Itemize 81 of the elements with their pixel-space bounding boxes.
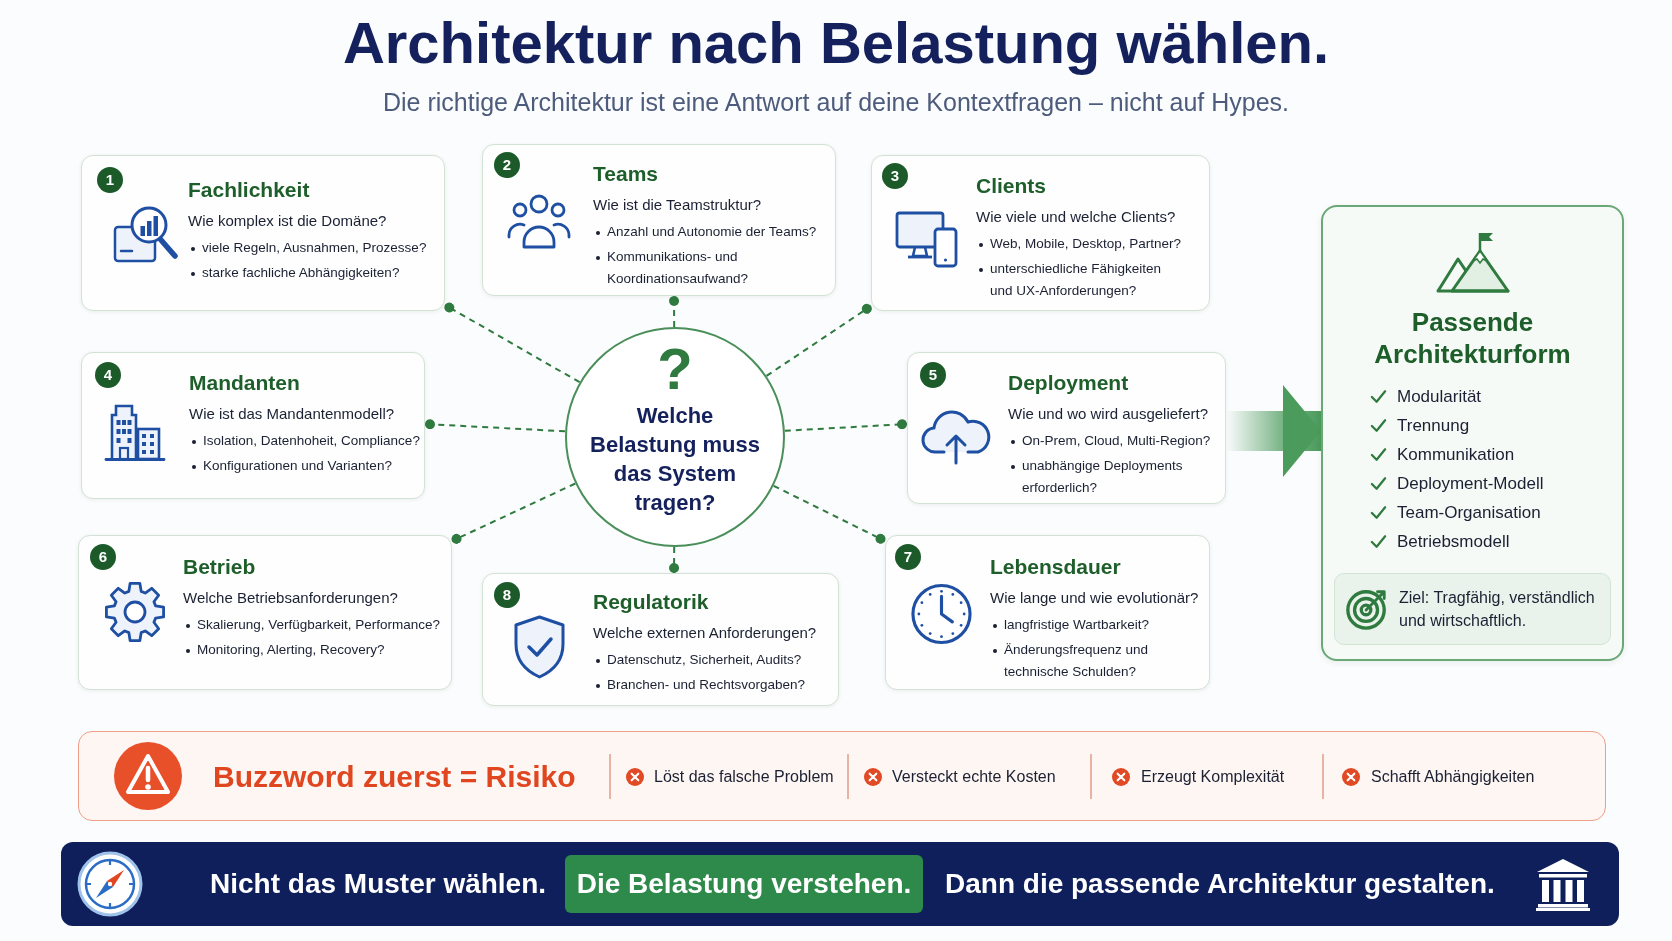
dashed-connector bbox=[451, 482, 577, 544]
footer-banner bbox=[61, 842, 1619, 926]
card-question: Welche Betriebsanforderungen? bbox=[183, 588, 398, 608]
bullet-point: Branchen- und Rechtsvorgaben? bbox=[593, 674, 806, 696]
dashed-connector bbox=[783, 419, 908, 432]
step-number: 2 bbox=[494, 152, 520, 178]
checklist-item: Team-Organisation bbox=[1397, 501, 1541, 524]
step-number: 8 bbox=[494, 582, 520, 608]
slogan-text: Dann die passende Architektur gestalten. bbox=[945, 867, 1495, 901]
card-question: Wie ist das Mandantenmodell? bbox=[189, 404, 395, 424]
central-question: Welche Belastung muss das System tragen? bbox=[589, 402, 761, 517]
risk-item: Versteckt echte Kosten bbox=[892, 767, 1056, 787]
step-number: 7 bbox=[895, 544, 921, 570]
card-title: Regulatorik bbox=[593, 589, 709, 615]
question-mark: ? bbox=[657, 337, 693, 401]
bullet-point: Kommunikations- und Koordinationsaufwand? bbox=[593, 246, 831, 290]
risk-item: Erzeugt Komplexität bbox=[1141, 767, 1285, 787]
highlighted-phrase: Die Belastung verstehen. bbox=[565, 855, 923, 913]
bullet-point: unabhängige Deployments erforderlich? bbox=[1008, 455, 1221, 499]
slogan-text: Nicht das Muster wählen. bbox=[210, 867, 547, 901]
bullet-point: Datenschutz, Sicherheit, Audits? bbox=[593, 649, 802, 671]
question-card bbox=[907, 352, 1226, 504]
warning-banner bbox=[78, 731, 1606, 821]
card-title: Teams bbox=[593, 161, 658, 187]
subtitle: Die richtige Architektur ist eine Antwort auf deine Kontextfragen – nicht auf Hypes. bbox=[382, 87, 1290, 117]
card-question: Wie lange und wie evolutionär? bbox=[990, 588, 1199, 608]
bullet-point: Monitoring, Alerting, Recovery? bbox=[183, 639, 385, 661]
card-title: Mandanten bbox=[189, 370, 300, 396]
checklist-item: Betriebsmodell bbox=[1397, 530, 1510, 553]
panel-heading: Passende Architekturform bbox=[1373, 306, 1572, 370]
question-card bbox=[871, 155, 1210, 311]
question-card bbox=[482, 573, 839, 706]
bullet-point: On-Prem, Cloud, Multi-Region? bbox=[1008, 430, 1211, 452]
step-number: 6 bbox=[90, 544, 116, 570]
bullet-point: starke fachliche Abhängigkeiten? bbox=[188, 262, 400, 284]
step-number: 1 bbox=[97, 167, 123, 193]
checklist-item: Deployment-Modell bbox=[1397, 472, 1544, 495]
bullet-point: Konfigurationen und Varianten? bbox=[189, 455, 392, 477]
checklist-item: Kommunikation bbox=[1397, 443, 1515, 466]
dashed-connector bbox=[424, 419, 567, 433]
checklist-item: Trennung bbox=[1397, 414, 1470, 437]
question-card bbox=[81, 352, 425, 499]
card-question: Welche externen Anforderungen? bbox=[593, 623, 817, 643]
card-question: Wie viele und welche Clients? bbox=[976, 207, 1176, 227]
card-title: Betrieb bbox=[183, 554, 256, 580]
card-title: Lebensdauer bbox=[990, 554, 1121, 580]
goal-text: Ziel: Tragfähig, verständlich und wirtschaftlich. bbox=[1399, 588, 1596, 631]
question-card bbox=[78, 535, 452, 690]
bullet-point: viele Regeln, Ausnahmen, Prozesse? bbox=[188, 237, 427, 259]
card-question: Wie und wo wird ausgeliefert? bbox=[1008, 404, 1209, 424]
checklist-item: Modularität bbox=[1397, 385, 1482, 408]
card-question: Wie komplex ist die Domäne? bbox=[188, 211, 387, 231]
card-title: Clients bbox=[976, 173, 1046, 199]
question-card bbox=[885, 535, 1210, 690]
step-number: 5 bbox=[920, 362, 946, 388]
dashed-connector bbox=[444, 302, 581, 384]
result-panel bbox=[1321, 205, 1624, 661]
step-number: 3 bbox=[882, 163, 908, 189]
bullet-point: Isolation, Datenhoheit, Compliance? bbox=[189, 430, 420, 452]
arrow bbox=[1226, 385, 1321, 477]
risk-item: Löst das falsche Problem bbox=[654, 767, 834, 787]
bullet-point: Web, Mobile, Desktop, Partner? bbox=[976, 233, 1182, 255]
bullet-point: Änderungsfrequenz und technische Schulden? bbox=[990, 639, 1205, 683]
step-number: 4 bbox=[95, 362, 121, 388]
question-card bbox=[81, 155, 445, 311]
bullet-point: langfristige Wartbarkeit? bbox=[990, 614, 1150, 636]
main-title: Architektur nach Belastung wählen. bbox=[342, 10, 1330, 76]
card-question: Wie ist die Teamstruktur? bbox=[593, 195, 762, 215]
bullet-point: unterschiedliche Fähigkeiten und UX-Anforderungen? bbox=[976, 258, 1172, 302]
warning-headline: Buzzword zuerst = Risiko bbox=[213, 759, 576, 795]
dashed-connector bbox=[772, 484, 886, 544]
card-title: Fachlichkeit bbox=[188, 177, 310, 203]
bullet-point: Skalierung, Verfügbarkeit, Performance? bbox=[183, 614, 441, 636]
dashed-connector bbox=[669, 295, 680, 328]
question-card bbox=[482, 144, 836, 296]
bullet-point: Anzahl und Autonomie der Teams? bbox=[593, 221, 817, 243]
dashed-connector bbox=[765, 303, 872, 377]
risk-item: Schafft Abhängigkeiten bbox=[1371, 767, 1535, 787]
dashed-connector bbox=[669, 546, 680, 574]
card-title: Deployment bbox=[1008, 370, 1129, 396]
goal-note bbox=[1334, 573, 1611, 645]
